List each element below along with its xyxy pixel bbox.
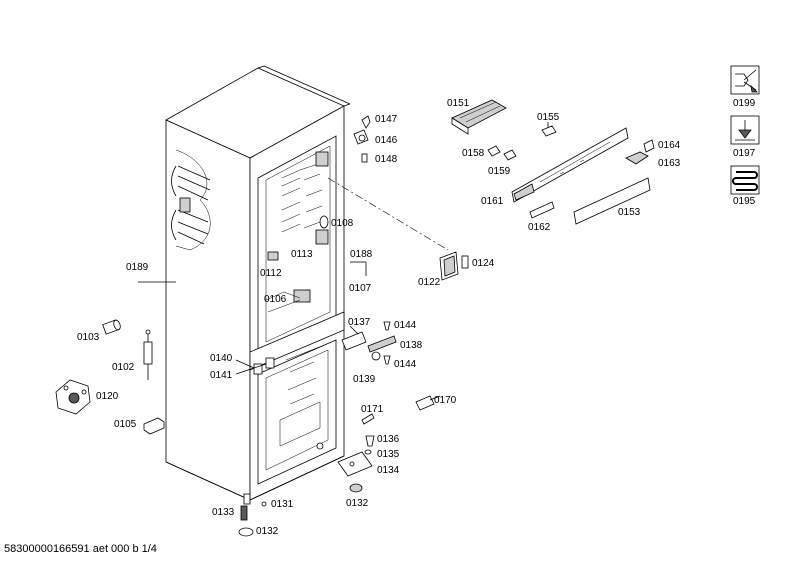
part-0137-drawing bbox=[341, 331, 367, 351]
label-0158: 0158 bbox=[462, 148, 485, 159]
label-0139: 0139 bbox=[353, 374, 376, 385]
label-0189: 0189 bbox=[126, 262, 149, 273]
label-0141: 0141 bbox=[210, 370, 233, 381]
label-0107: 0107 bbox=[349, 283, 372, 294]
part-0108-drawing bbox=[319, 215, 329, 229]
part-0162-drawing bbox=[529, 201, 555, 219]
part-0103-drawing bbox=[102, 319, 121, 335]
part-0164-drawing bbox=[643, 139, 655, 153]
screw-push-icon bbox=[730, 115, 760, 145]
label-0113: 0113 bbox=[291, 249, 313, 260]
fridge-cabinet bbox=[165, 65, 351, 505]
leader-lines bbox=[138, 261, 367, 375]
label-0188: 0188 bbox=[350, 249, 373, 260]
label-0153: 0153 bbox=[618, 207, 641, 218]
label-0146: 0146 bbox=[375, 135, 398, 146]
label-0135: 0135 bbox=[377, 449, 400, 460]
part-0161-drawing bbox=[511, 127, 629, 203]
part-labels: 0103 0102 0120 0105 0189 0147 0146 0148 … bbox=[77, 98, 756, 537]
part-0151-drawing bbox=[451, 99, 507, 135]
label-0112: 0112 bbox=[260, 268, 282, 279]
part-0163-drawing bbox=[625, 151, 649, 165]
coil-tubing-icon bbox=[730, 165, 760, 195]
part-0136-drawing bbox=[365, 435, 375, 447]
label-0108: 0108 bbox=[331, 218, 354, 229]
label-0105: 0105 bbox=[114, 419, 137, 430]
label-0103: 0103 bbox=[77, 332, 100, 343]
label-0106: 0106 bbox=[264, 294, 287, 305]
part-0155-drawing bbox=[541, 122, 557, 137]
dashed-leader-line bbox=[327, 177, 449, 251]
part-0146-drawing bbox=[353, 129, 369, 145]
part-0132a-drawing bbox=[238, 527, 254, 537]
label-0197: 0197 bbox=[733, 148, 756, 159]
label-0133: 0133 bbox=[212, 507, 235, 518]
label-0171: 0171 bbox=[361, 404, 384, 415]
label-0147: 0147 bbox=[375, 114, 398, 125]
part-0144b-drawing bbox=[383, 355, 391, 365]
part-0171-drawing bbox=[361, 413, 375, 425]
part-0148-drawing bbox=[361, 153, 368, 163]
part-0138-drawing bbox=[367, 335, 397, 353]
part-0122-drawing bbox=[439, 251, 459, 281]
label-0124: 0124 bbox=[472, 258, 495, 269]
label-0155: 0155 bbox=[537, 112, 560, 123]
part-0134-drawing bbox=[337, 451, 373, 477]
label-0144-bottom: 0144 bbox=[394, 359, 417, 370]
part-0131-drawing bbox=[261, 501, 267, 507]
label-0137: 0137 bbox=[348, 317, 371, 328]
part-0124-drawing bbox=[461, 255, 469, 269]
wrench-tool-icon bbox=[730, 65, 760, 95]
label-0148: 0148 bbox=[375, 154, 398, 165]
label-0170: 0170 bbox=[434, 395, 457, 406]
label-0199: 0199 bbox=[733, 98, 756, 109]
label-0131: 0131 bbox=[271, 499, 294, 510]
part-0102-drawing bbox=[143, 329, 153, 380]
part-0135-drawing bbox=[364, 449, 372, 455]
label-0144-top: 0144 bbox=[394, 320, 417, 331]
label-0122: 0122 bbox=[418, 277, 441, 288]
part-0170-drawing bbox=[415, 395, 441, 411]
part-0144a-drawing bbox=[383, 321, 391, 331]
label-0140: 0140 bbox=[210, 353, 233, 364]
label-0120: 0120 bbox=[96, 391, 119, 402]
label-0164: 0164 bbox=[658, 140, 681, 151]
part-0132b-drawing bbox=[349, 483, 363, 493]
label-0102: 0102 bbox=[112, 362, 135, 373]
label-0195: 0195 bbox=[733, 196, 756, 207]
part-0105-drawing bbox=[143, 417, 165, 435]
label-0161: 0161 bbox=[481, 196, 504, 207]
document-footer-code: 58300000166591 aet 000 b 1/4 bbox=[4, 543, 157, 555]
label-0136: 0136 bbox=[377, 434, 400, 445]
label-0162: 0162 bbox=[528, 222, 551, 233]
label-0151: 0151 bbox=[447, 98, 470, 109]
part-0133-drawing bbox=[240, 505, 248, 521]
label-0163: 0163 bbox=[658, 158, 681, 169]
label-0134: 0134 bbox=[377, 465, 400, 476]
part-0120-drawing bbox=[55, 379, 91, 415]
part-0158-drawing bbox=[487, 145, 501, 157]
part-0139-drawing bbox=[371, 351, 381, 361]
label-0132-bottom: 0132 bbox=[256, 526, 279, 537]
label-0132-hinge: 0132 bbox=[346, 498, 369, 509]
label-0138: 0138 bbox=[400, 340, 423, 351]
label-0159: 0159 bbox=[488, 166, 511, 177]
part-0153-drawing bbox=[573, 177, 651, 225]
part-0159-drawing bbox=[503, 149, 517, 161]
part-0147-drawing bbox=[361, 115, 371, 129]
